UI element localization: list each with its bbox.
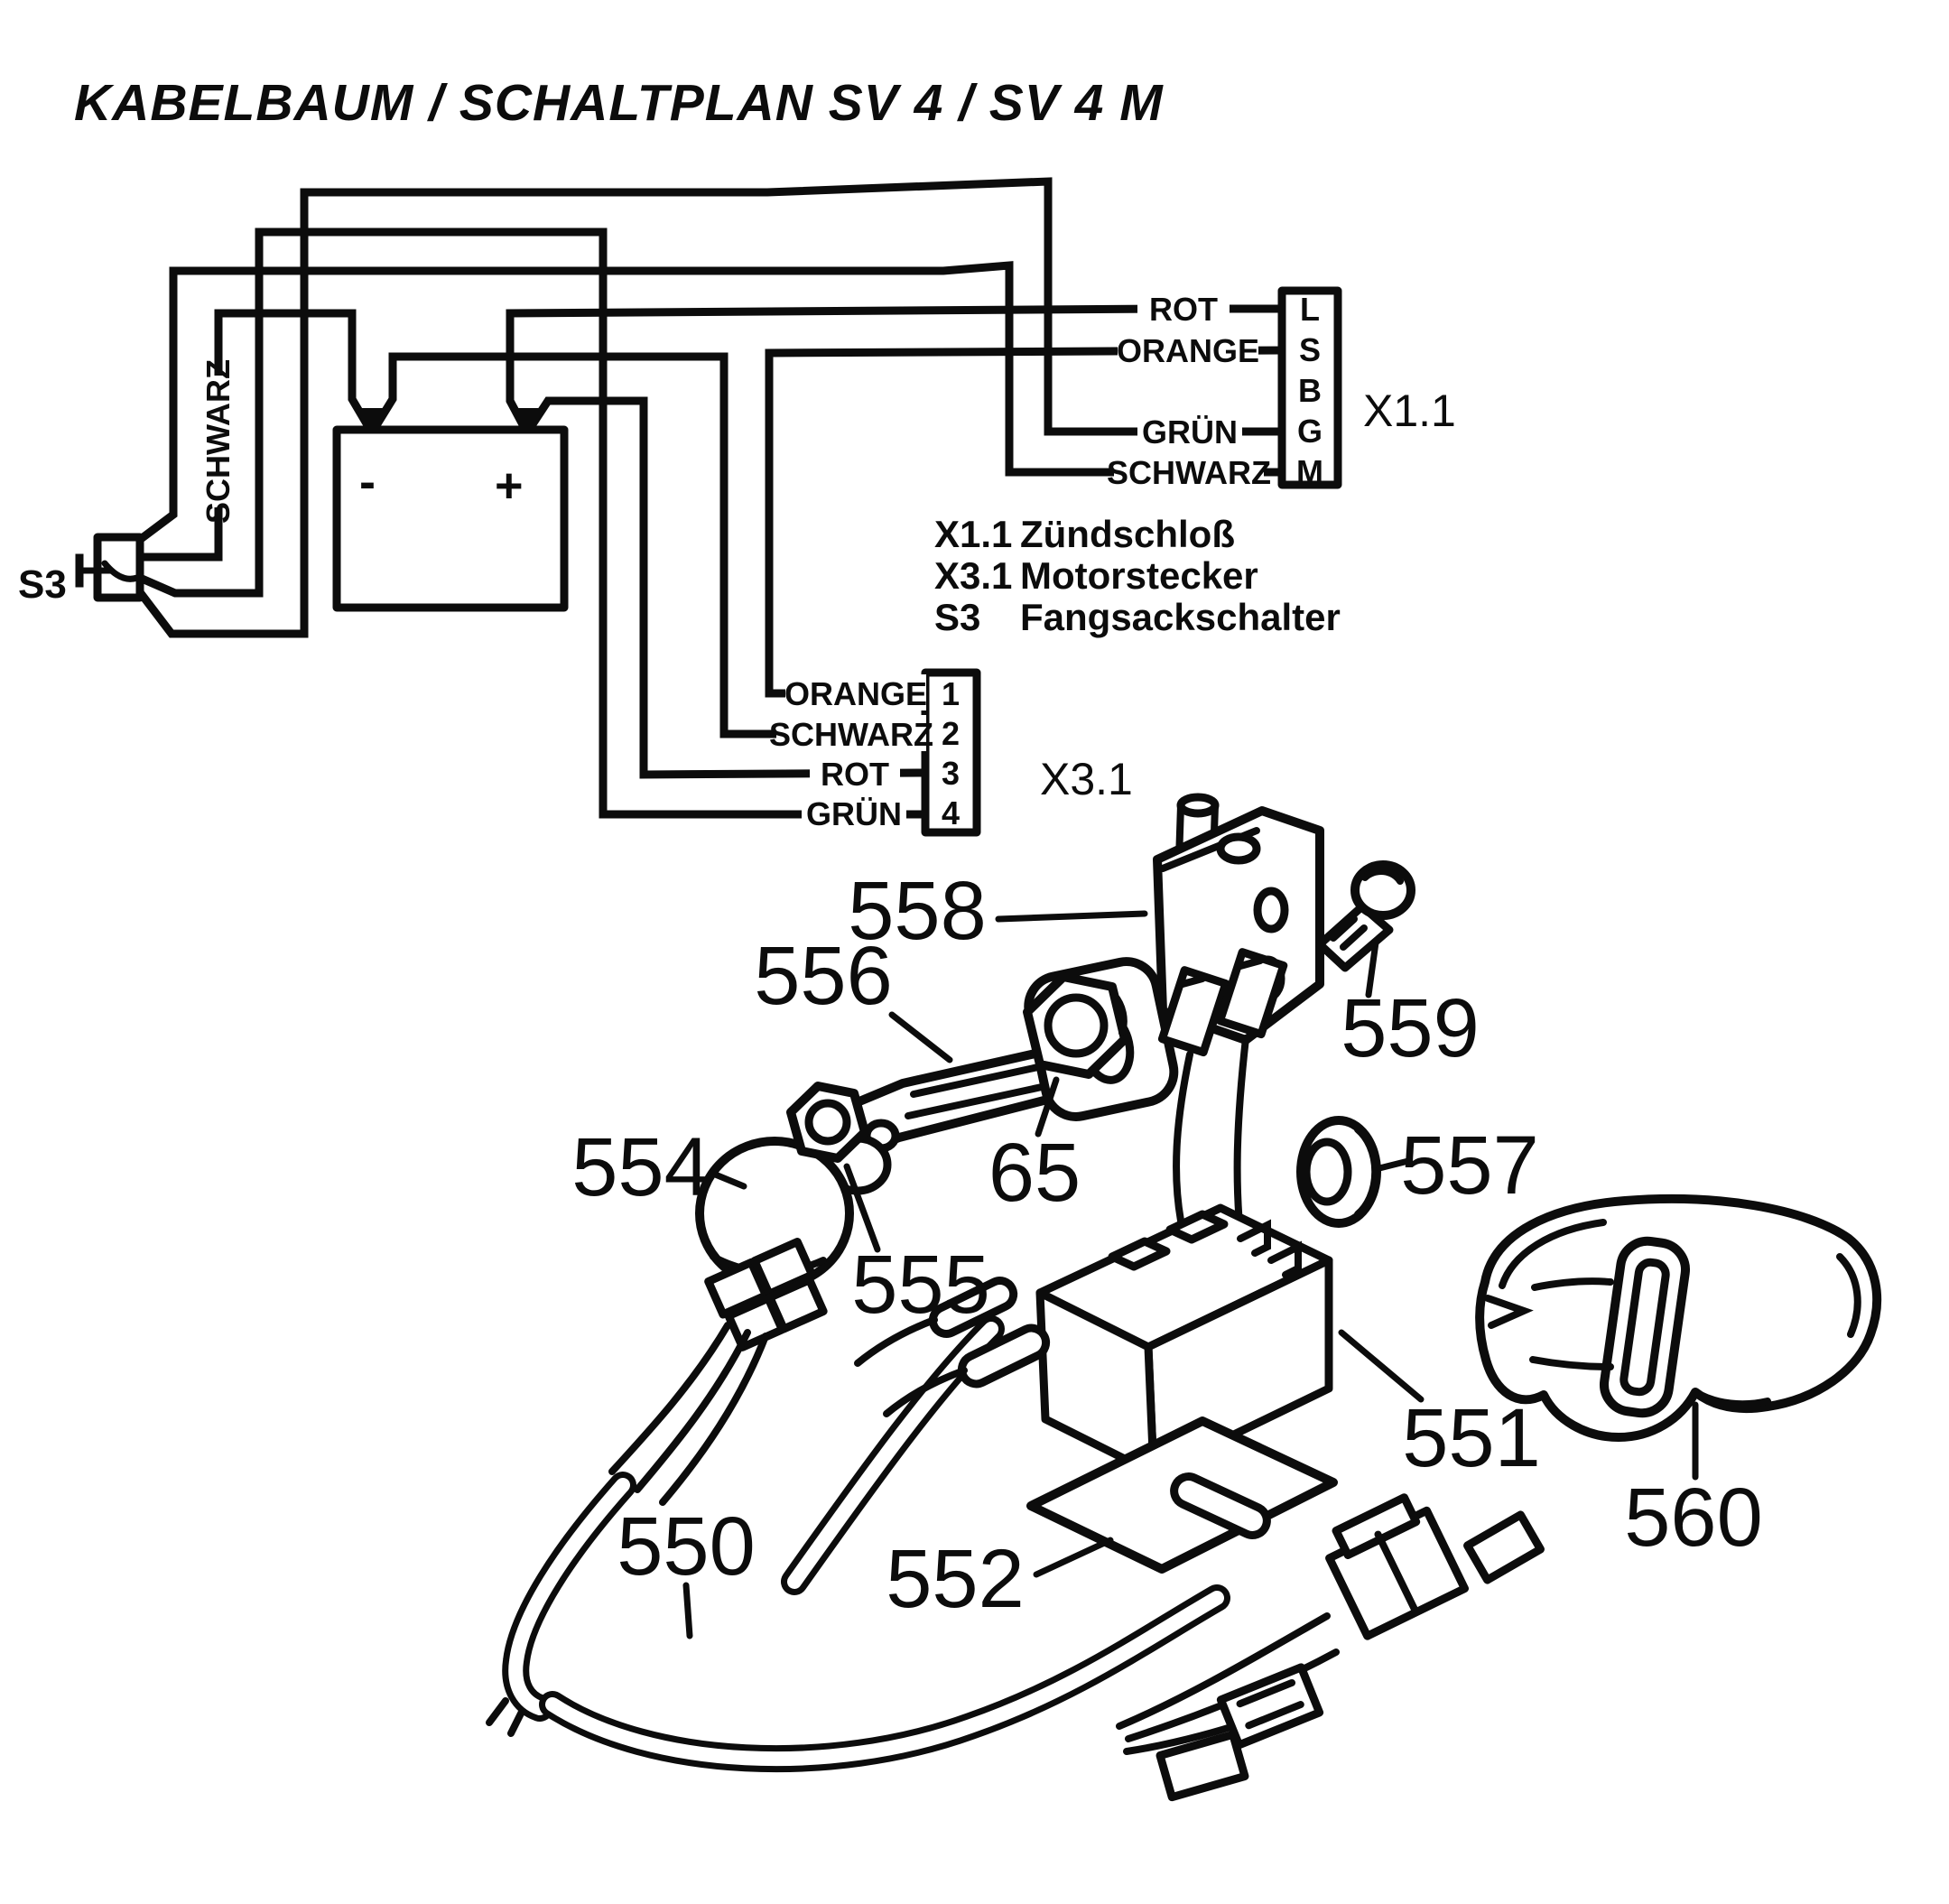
key-part [845,957,1179,1147]
s3-contact-blade [101,560,141,582]
battery-plus-arrowhead [515,408,539,433]
x31-name: X3.1 [1040,754,1133,804]
connector-cluster [1116,1493,1545,1802]
x11-pin-S: S [1299,331,1321,368]
relay-block-part [854,1203,1333,1478]
wire-s3-to-x11-gruen [131,177,1286,638]
legend-key-x31: X3.1 [934,554,1012,597]
plate-part [1026,1416,1338,1574]
schwarz-vertical-text: SCHWARZ [200,359,237,524]
part-label-65: 65 [988,1127,1081,1219]
leader-558 [995,910,1148,923]
battery-box [332,425,569,612]
battery-minus-arrowhead [360,408,384,433]
bracket-hole-1 [1253,887,1289,933]
parts-illustration: 558 556 559 65 557 554 555 551 550 552 5… [486,793,1882,1802]
s3-label: S3 [18,562,67,607]
x31-wire-gruen: GRÜN [806,795,902,832]
legend-label-x11: Zündschloß [1020,513,1235,555]
screw-part [1315,860,1415,972]
x31-wire-schwarz: SCHWARZ [769,716,933,753]
x11-wire-gruen: GRÜN [1142,413,1238,450]
leader-557 [1376,1157,1412,1172]
x31-wire-labels: ORANGE SCHWARZ ROT GRÜN [769,674,933,832]
leader-65 [1035,1076,1060,1138]
wire-s3-to-x31-gruen [135,228,930,819]
strap-part [1475,1193,1882,1442]
x31-pin-3: 3 [942,755,960,792]
leader-559 [1365,939,1379,998]
part-label-551: 551 [1402,1392,1541,1484]
legend-label-x31: Motorstecker [1020,554,1258,597]
part-label-557: 557 [1400,1119,1539,1212]
x11-connector: L S B G M X1.1 [1277,286,1456,490]
cable-main [502,1472,636,1722]
x11-wire-rot: ROT [1149,291,1218,328]
wire-battery-minus-to-x31-schwarz [367,352,930,738]
grommet-part [1296,1116,1381,1228]
x31-pin-1: 1 [942,675,960,712]
x11-pin-L: L [1300,291,1320,328]
nut-65-part [1023,972,1129,1079]
x11-pin-G: G [1297,413,1323,450]
part-label-550: 550 [617,1500,756,1593]
nut-555-hole [804,1099,851,1146]
legend-label-s3: Fangsackschalter [1020,596,1341,638]
ignition-switch-part [608,1119,900,1506]
schwarz-vertical-label: SCHWARZ [199,359,240,524]
nut-65-hole [1044,993,1109,1058]
part-label-559: 559 [1341,982,1480,1074]
part-label-558: 558 [848,865,987,957]
battery-minus-sign: - [359,455,376,509]
x11-pin-M: M [1296,453,1323,490]
leader-552 [1033,1537,1114,1578]
wire-s3-to-x11-schwarz [131,261,1286,548]
leader-554 [710,1170,747,1190]
nut-555-part [786,1082,869,1163]
wiring-schematic: - + S3 SCHWARZ L S B G M X1.1 [18,177,1456,837]
s3-switch-symbol: S3 [18,533,144,607]
x11-name: X1.1 [1363,385,1456,436]
leader-556 [888,1011,953,1063]
x31-wire-rot: ROT [821,756,889,793]
wire-battery-plus-to-x31-rot [523,396,930,779]
battery-plus-sign: + [495,459,524,513]
leader-551 [1338,1329,1425,1403]
legend-key-x11: X1.1 [934,513,1012,555]
schematic-legend: X1.1 Zündschloß X3.1 Motorstecker S3 Fan… [934,513,1341,638]
x31-connector: 1 2 3 4 X3.1 [921,668,1133,837]
cable-loop [539,1584,1230,1773]
wire-s3-to-battery-minus [135,309,376,562]
plate-slot [1170,1472,1271,1539]
x11-wire-orange: ORANGE [1117,332,1259,369]
part-label-560: 560 [1624,1472,1763,1564]
part-label-555: 555 [851,1239,990,1331]
x11-wire-schwarz: SCHWARZ [1107,454,1271,491]
x31-box [921,668,981,837]
leader-555 [843,1163,881,1253]
page-title: KABELBAUM / SCHALTPLAN SV 4 / SV 4 M [74,74,1164,132]
part-label-554: 554 [571,1121,710,1213]
x11-wire-labels: ROT ORANGE GRÜN SCHWARZ [1107,290,1271,491]
grommet-hole [1302,1138,1352,1206]
x31-wire-orange: ORANGE [784,675,927,712]
battery-symbol: - + [332,425,569,612]
part-callouts: 558 556 559 65 557 554 555 551 550 552 5… [571,865,1763,1639]
legend-key-s3: S3 [934,596,980,638]
x31-pin-2: 2 [942,715,960,752]
part-label-556: 556 [754,930,893,1022]
leader-550 [682,1582,693,1639]
x11-box [1277,286,1342,489]
x11-pin-B: B [1298,372,1322,409]
x31-pin-4: 4 [942,794,960,831]
part-label-552: 552 [886,1533,1025,1625]
bracket-top-hole [1216,832,1261,865]
